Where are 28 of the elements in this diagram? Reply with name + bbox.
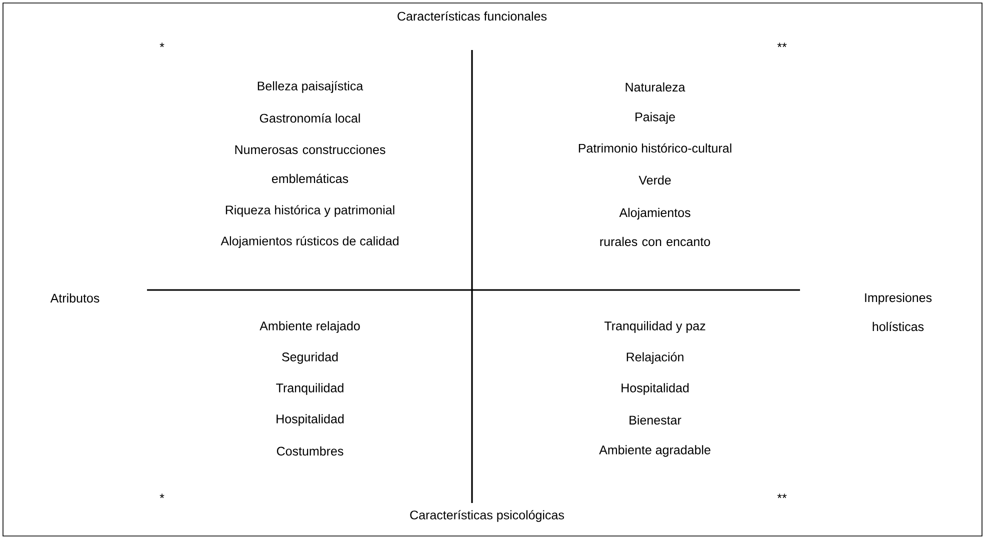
- quadrant-item: Relajación: [626, 352, 684, 364]
- quadrant-item: Costumbres: [276, 446, 344, 456]
- axis-label: Impresiones holísticas: [865, 292, 932, 332]
- quadrant-item: Bienestar: [630, 415, 682, 425]
- quadrant-item: Ambiente relajado: [260, 321, 360, 333]
- quadrant-item: Naturaleza: [626, 82, 686, 92]
- asterisk: **: [777, 42, 787, 48]
- axis-label: Características psicológicas: [410, 510, 564, 522]
- quadrant-item: Tranquilidad: [276, 383, 344, 395]
- axis-label: Características funcionales: [398, 11, 547, 21]
- quadrant-item: Ambiente agradable: [599, 445, 710, 457]
- quadrant-item: Seguridad: [282, 352, 338, 364]
- quadrant-item: Tranquilidad y paz: [604, 321, 706, 333]
- asterisk: **: [777, 494, 787, 498]
- quadrant-item: Verde: [638, 175, 671, 185]
- quadrant-item: Belleza paisajística: [258, 81, 364, 93]
- axis-label: Atributos: [50, 293, 100, 303]
- asterisk: *: [160, 42, 164, 48]
- quadrant-item: Paisaje: [636, 112, 675, 124]
- quadrant-item: Gastronomía local: [260, 113, 360, 123]
- quadrant-item: Alojamientos rústicos de calidad: [220, 236, 398, 248]
- quadrant-item: Numerosas construcciones emblemáticas: [235, 144, 386, 184]
- quadrant-item: Alojamientos rurales con encanto: [600, 208, 710, 246]
- quadrant-item: Riqueza histórica y patrimonial: [226, 205, 394, 217]
- quadrant-item: Hospitalidad: [622, 383, 689, 395]
- quadrant-item: Hospitalidad: [276, 414, 344, 426]
- quadrant-item: Patrimonio histórico-cultural: [578, 143, 732, 153]
- asterisk: *: [160, 494, 164, 498]
